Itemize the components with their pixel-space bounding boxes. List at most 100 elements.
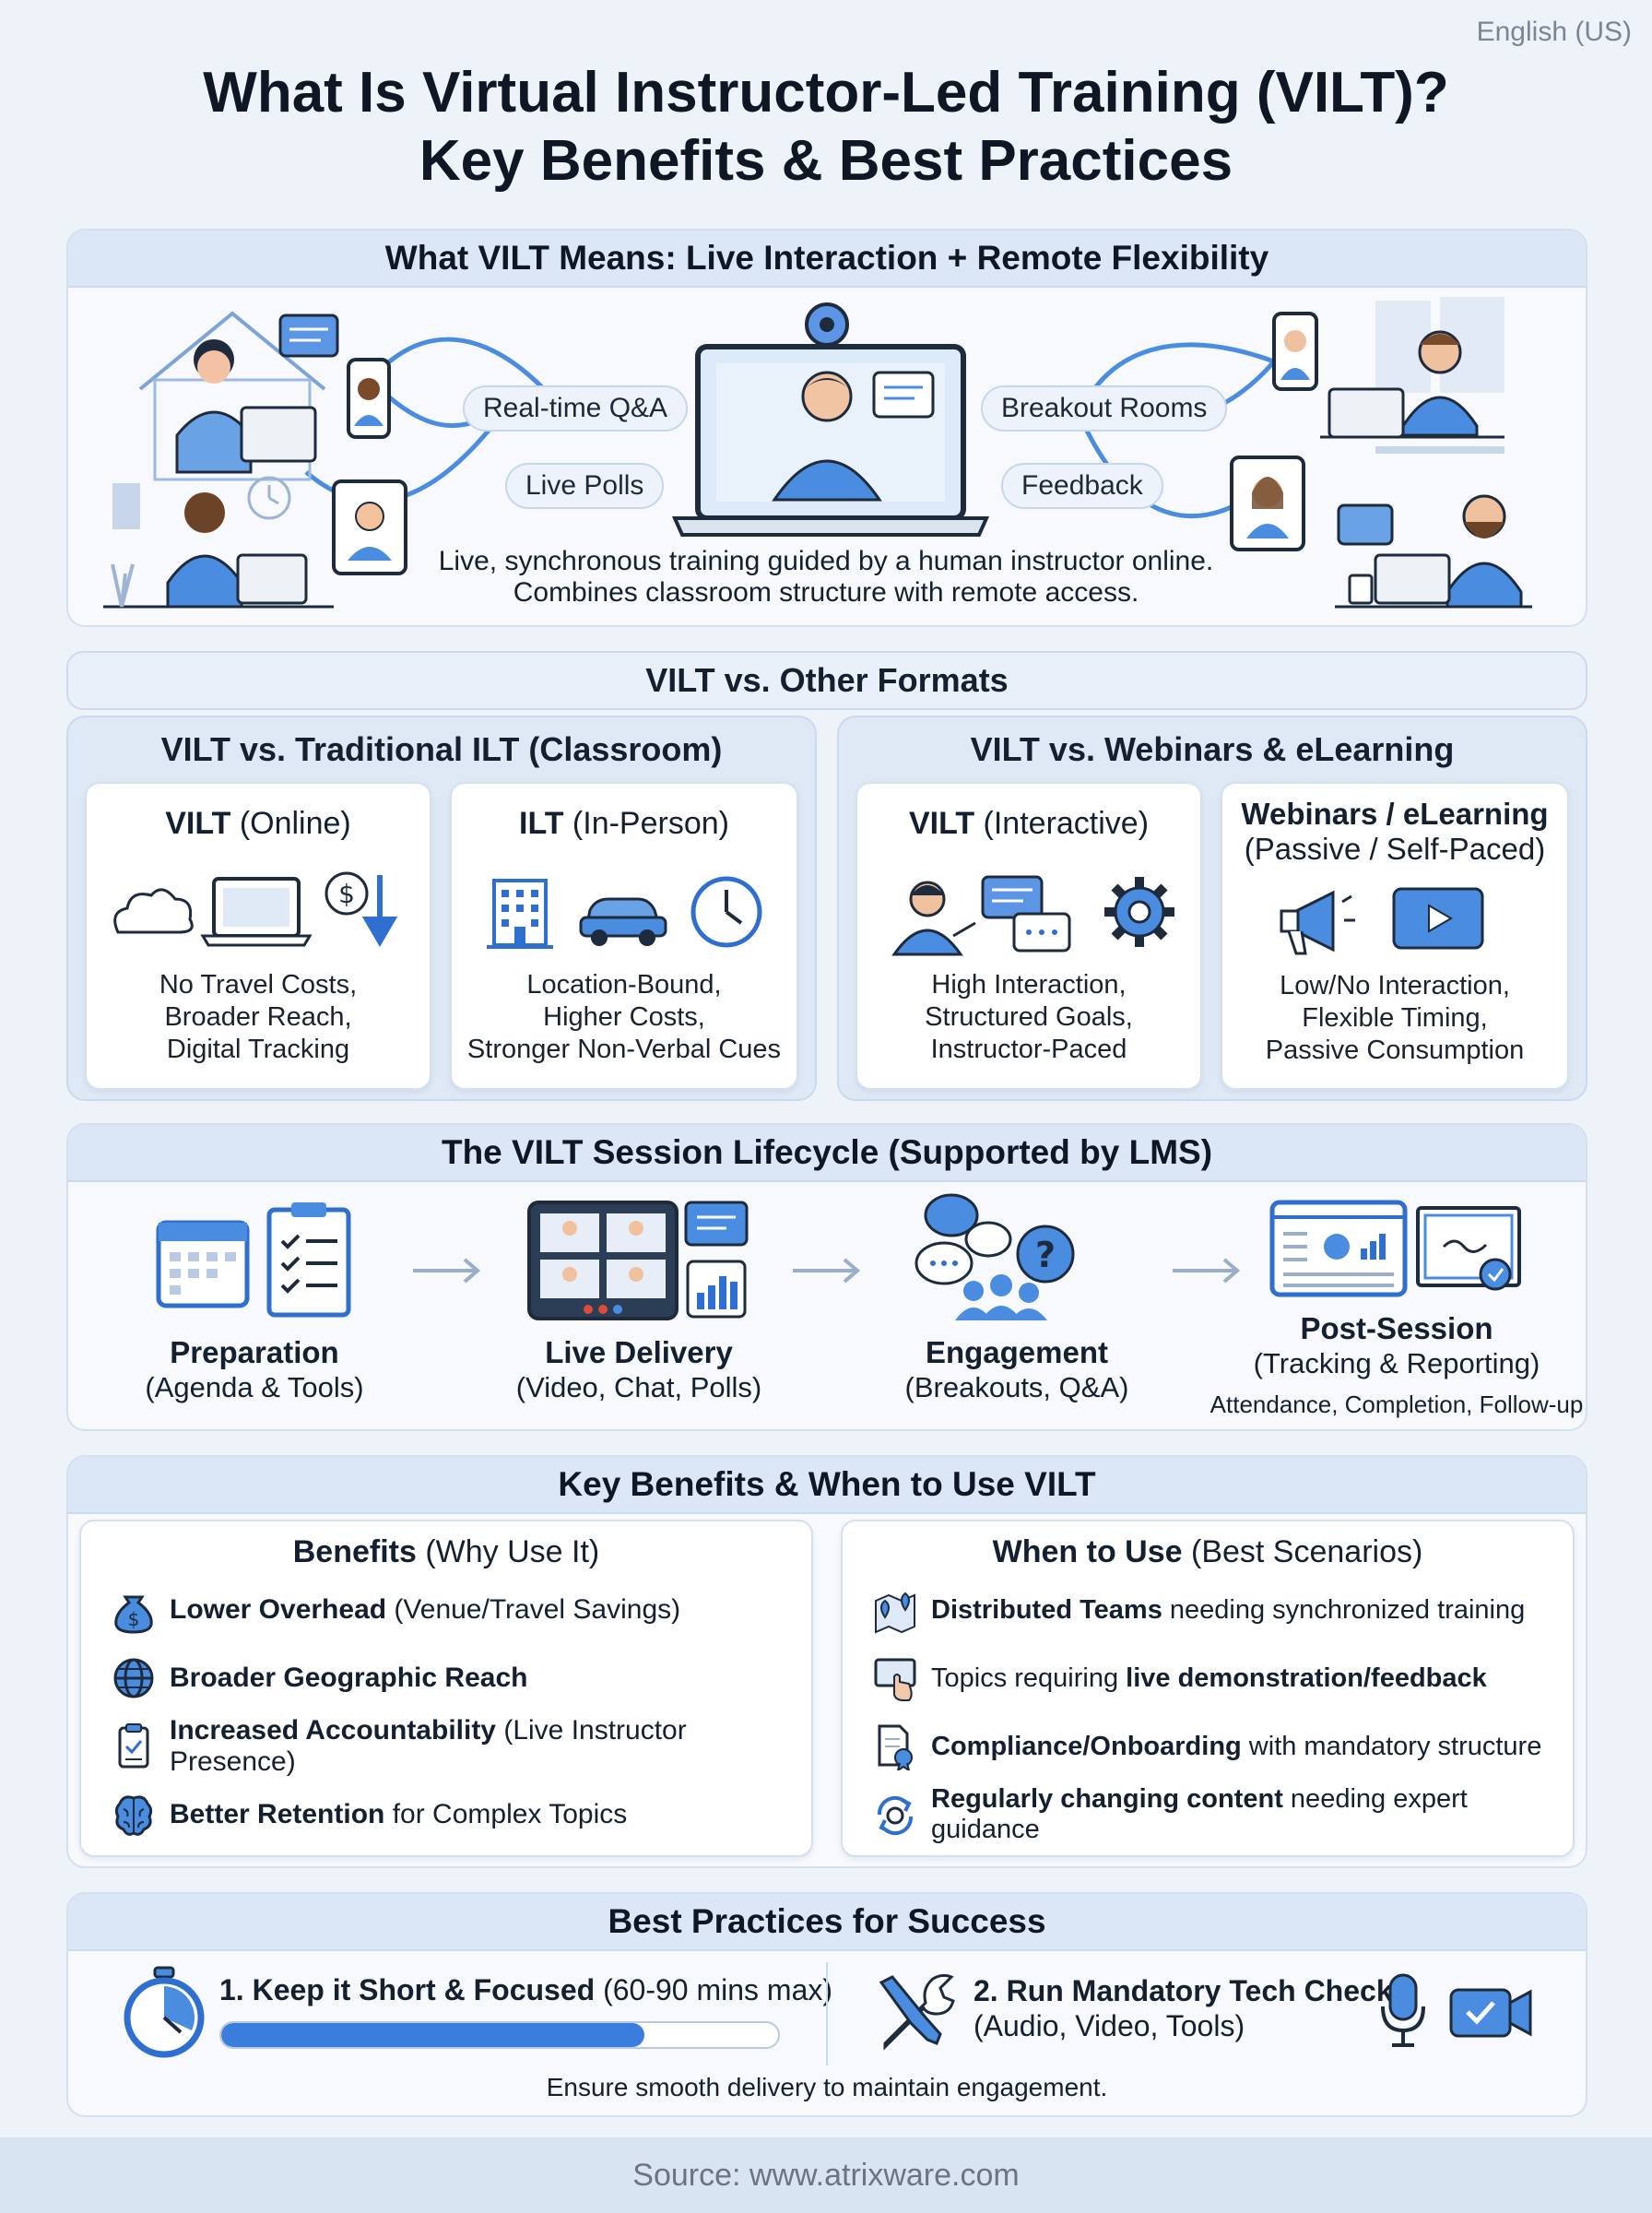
svg-text:$: $	[338, 879, 355, 909]
benefit-4-bold: Better Retention	[170, 1799, 385, 1829]
arrow-right-icon-1	[413, 1258, 481, 1284]
clock-icon	[690, 876, 762, 948]
when-to-use-card: When to Use (Best Scenarios) Distributed…	[841, 1520, 1575, 1857]
what-vilt-heading: What VILT Means: Live Interaction + Remo…	[68, 231, 1586, 288]
stage-post-session: Post-Session (Tracking & Reporting) Atte…	[1198, 1311, 1595, 1422]
webinar-card: Webinars / eLearning (Passive / Self-Pac…	[1221, 782, 1569, 1090]
scenario-item-2: Topics requiring live demonstration/feed…	[874, 1644, 1573, 1712]
vilt-interactive-title: VILT (Interactive)	[857, 806, 1200, 842]
benefit-item-2: Broader Geographic Reach	[112, 1644, 811, 1712]
ilt-inperson-title: ILT (In-Person)	[452, 806, 796, 842]
stage-live-delivery-detail: (Video, Chat, Polls)	[515, 1371, 762, 1403]
when-to-use-title-bold: When to Use	[992, 1534, 1183, 1569]
stage-post-session-extra: Attendance, Completion, Follow-up	[1210, 1391, 1584, 1418]
stage-post-session-name: Post-Session	[1300, 1311, 1493, 1345]
scenario-3-rest: with mandatory structure	[1241, 1731, 1542, 1761]
tablet-woman-illustration	[1230, 456, 1305, 551]
stage-live-delivery-name: Live Delivery	[545, 1335, 733, 1369]
vilt-caption-line-1: Live, synchronous training guided by a h…	[438, 546, 1214, 576]
interactive-icons	[891, 875, 1174, 956]
webinar-desc: Low/No Interaction, Flexible Timing, Pas…	[1222, 970, 1567, 1067]
practice-1-rest: (60-90 mins max)	[595, 1973, 833, 2006]
vilt-interactive-title-rest: (Interactive)	[974, 806, 1150, 841]
vilt-online-title-bold: VILT	[165, 806, 231, 841]
lifecycle-heading: The VILT Session Lifecycle (Supported by…	[68, 1125, 1586, 1182]
lifecycle-icons: ?	[156, 1193, 1521, 1320]
language-selector[interactable]: English (US)	[1476, 17, 1632, 47]
svg-text:$: $	[128, 1608, 140, 1630]
brain-icon	[114, 1795, 153, 1836]
building-icon	[487, 879, 553, 949]
webinar-desc-2: Flexible Timing,	[1302, 1003, 1488, 1033]
map-pins-icon	[875, 1592, 915, 1634]
practice-1-progress-fill	[221, 2023, 645, 2047]
chat-bubbles-icon	[981, 875, 1071, 953]
touch-screen-icon	[874, 1658, 916, 1701]
cloud-icon	[113, 888, 194, 934]
practice-1-bold: 1. Keep it Short & Focused	[219, 1973, 596, 2006]
best-practices-heading: Best Practices for Success	[68, 1894, 1586, 1951]
benefit-1-rest: (Venue/Travel Savings)	[386, 1594, 681, 1625]
cafe-worker-illustration	[1335, 446, 1532, 609]
money-bag-icon: $	[114, 1595, 153, 1634]
practices-divider	[826, 1962, 828, 2065]
formats-heading: VILT vs. Other Formats	[645, 661, 1009, 699]
ilt-inperson-desc-1: Location-Bound,	[526, 970, 722, 1000]
instructor-laptop-illustration	[671, 302, 990, 537]
benefit-item-4: Better Retention for Complex Topics	[112, 1781, 811, 1849]
vilt-online-desc-3: Digital Tracking	[166, 1035, 350, 1064]
when-to-use-title-rest: (Best Scenarios)	[1182, 1534, 1423, 1569]
inperson-icons	[487, 876, 762, 949]
practice-1-label: 1. Keep it Short & Focused (60-90 mins m…	[219, 1973, 832, 2007]
calendar-icon	[156, 1220, 250, 1308]
stage-post-session-detail: (Tracking & Reporting)	[1253, 1347, 1540, 1379]
stage-engagement-detail: (Breakouts, Q&A)	[904, 1371, 1129, 1403]
webinar-icons	[1280, 887, 1484, 955]
vilt-interactive-desc: High Interaction, Structured Goals, Inst…	[857, 969, 1200, 1066]
page-title-line-2: Key Benefits & Best Practices	[419, 129, 1233, 193]
practice-2-rest: (Audio, Video, Tools)	[974, 2009, 1245, 2042]
practice-1-progress-bar	[219, 2021, 780, 2049]
tablet-user-illustration	[332, 479, 407, 575]
vilt-online-desc-2: Broader Reach,	[164, 1002, 352, 1032]
benefit-3-rest: (Live Instructor Presence)	[170, 1715, 687, 1777]
pill-breakout-rooms: Breakout Rooms	[981, 385, 1228, 432]
benefits-heading: Key Benefits & When to Use VILT	[68, 1457, 1586, 1514]
vilt-interactive-desc-3: Instructor-Paced	[930, 1035, 1127, 1064]
stopwatch-icon	[124, 1966, 205, 2058]
scenario-item-3: Compliance/Onboarding with mandatory str…	[874, 1712, 1573, 1781]
benefits-card: Benefits (Why Use It) $ Lower Overhead (…	[79, 1520, 813, 1857]
gear-icon	[1104, 877, 1174, 947]
stage-engagement-name: Engagement	[925, 1335, 1109, 1369]
benefits-title: Benefits (Why Use It)	[81, 1534, 811, 1570]
pill-feedback: Feedback	[1001, 463, 1163, 509]
benefit-item-1: $ Lower Overhead (Venue/Travel Savings)	[112, 1576, 811, 1644]
poll-chart-icon	[686, 1260, 747, 1319]
footer-source: Source: www.atrixware.com	[0, 2137, 1652, 2213]
benefit-3-bold: Increased Accountability	[170, 1715, 496, 1746]
scenario-1-bold: Distributed Teams	[931, 1594, 1162, 1625]
vilt-interactive-desc-1: High Interaction,	[931, 970, 1127, 1000]
megaphone-icon	[1280, 890, 1355, 955]
vilt-interactive-title-bold: VILT	[908, 806, 975, 841]
scenario-3-bold: Compliance/Onboarding	[931, 1731, 1242, 1761]
home-worker-illustration	[138, 311, 339, 481]
stage-preparation-name: Preparation	[170, 1335, 339, 1369]
webinar-title: Webinars / eLearning	[1241, 797, 1549, 831]
clipboard-check-icon	[118, 1723, 149, 1769]
video-grid-icon	[527, 1201, 678, 1320]
checklist-icon	[266, 1202, 351, 1318]
svg-text:?: ?	[1035, 1235, 1056, 1275]
microphone-icon	[1381, 1973, 1425, 2047]
ilt-comparison-heading: VILT vs. Traditional ILT (Classroom)	[160, 730, 723, 768]
office-worker-illustration	[1272, 297, 1504, 439]
vilt-online-title: VILT (Online)	[87, 806, 430, 842]
chat-icon	[684, 1201, 749, 1247]
presenter-icon	[891, 881, 976, 956]
vilt-interactive-card: VILT (Interactive) High Interaction, Str…	[856, 782, 1202, 1090]
webinar-subtitle: (Passive / Self-Paced)	[1244, 832, 1546, 866]
vilt-online-title-rest: (Online)	[230, 806, 351, 841]
certificate-document-icon	[878, 1724, 913, 1770]
online-icons: $	[113, 871, 398, 947]
ilt-inperson-desc-2: Higher Costs,	[543, 1002, 705, 1032]
